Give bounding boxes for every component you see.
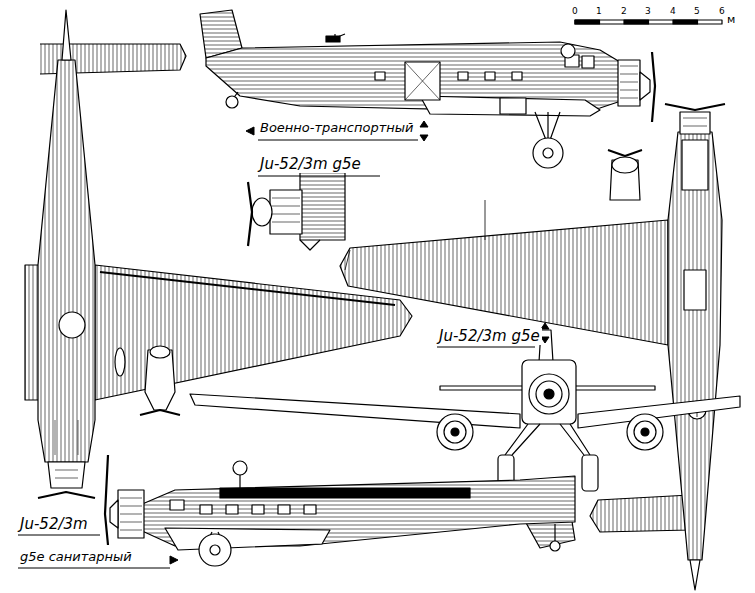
scale-unit: м [727, 14, 735, 27]
scale-number: 4 [670, 6, 676, 16]
side-view-ambulance [105, 455, 575, 566]
view-caption: Ju-52/3m [18, 516, 90, 533]
view-caption: Военно-транспортный [258, 121, 415, 136]
view-caption: Ju-52/3m g5e [258, 156, 363, 173]
scale-number: 5 [694, 6, 700, 16]
view-caption: g5e санитарный [18, 550, 134, 565]
scale-number: 3 [645, 6, 651, 16]
scale-number: 0 [572, 6, 578, 16]
front-view [190, 330, 740, 491]
view-caption: Ju-52/3m g5e [437, 328, 542, 345]
scale-number: 2 [621, 6, 627, 16]
scale-number: 6 [719, 6, 725, 16]
scale-bar [575, 20, 722, 24]
scale-number: 1 [596, 6, 602, 16]
engine-detail [248, 170, 345, 250]
side-view-transport [200, 10, 655, 168]
label-marks [18, 121, 549, 568]
